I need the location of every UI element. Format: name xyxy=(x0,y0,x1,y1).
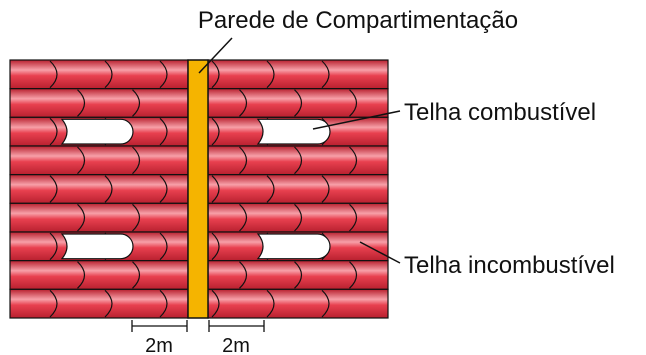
tile-overlap-edge xyxy=(239,203,248,232)
incombustivel-leader xyxy=(359,241,401,264)
wall-title: Parede de Compartimentação xyxy=(198,7,518,34)
tile-overlap-edge xyxy=(239,261,248,289)
dimension-right-label: 2m xyxy=(222,335,250,355)
compartment-wall xyxy=(187,59,209,319)
tile-overlap-edge xyxy=(349,146,358,175)
tile-row xyxy=(9,145,189,176)
tile-row xyxy=(207,59,389,90)
tile-overlap-edge xyxy=(294,89,303,117)
tile-overlap-edge xyxy=(349,261,358,289)
tile-row xyxy=(9,202,189,233)
tile-overlap-edge xyxy=(104,60,113,89)
tile-row xyxy=(9,174,189,204)
combustivel-leader xyxy=(312,110,401,130)
tile-overlap-edge xyxy=(294,261,303,289)
tile-overlap-edge xyxy=(77,203,86,232)
tile-overlap-edge xyxy=(211,60,220,89)
dimension-right: 2m xyxy=(208,320,265,355)
tile-overlap-edge xyxy=(132,261,141,289)
tile-overlap-edge xyxy=(132,146,141,175)
tile-overlap-edge xyxy=(159,117,168,146)
tile-overlap-edge xyxy=(266,175,275,203)
tile-gap xyxy=(256,233,331,260)
tile-overlap-edge xyxy=(239,89,248,117)
tile-overlap-edge xyxy=(211,232,220,261)
tile-gap xyxy=(256,118,331,145)
tile-overlap-edge xyxy=(321,175,330,203)
tile-row xyxy=(207,288,389,319)
tile-overlap-edge xyxy=(104,289,113,318)
tile-overlap-edge xyxy=(349,203,358,232)
label-telha-incombustivel: Telha incombustível xyxy=(404,252,615,279)
tile-overlap-edge xyxy=(211,117,220,146)
tile-overlap-edge xyxy=(104,175,113,203)
tile-overlap-edge xyxy=(294,146,303,175)
tile-overlap-edge xyxy=(49,117,58,146)
tile-overlap-edge xyxy=(77,261,86,289)
tile-overlap-edge xyxy=(132,89,141,117)
tile-overlap-edge xyxy=(321,289,330,318)
roof-section-right xyxy=(207,59,389,319)
tile-row xyxy=(9,260,189,290)
tile-overlap-edge xyxy=(77,89,86,117)
tile-overlap-edge xyxy=(49,60,58,89)
roof-section-left xyxy=(9,59,189,319)
tile-overlap-edge xyxy=(211,289,220,318)
wall-title-leader xyxy=(198,37,233,74)
tile-overlap-edge xyxy=(349,89,358,117)
tile-overlap-edge xyxy=(321,60,330,89)
tile-overlap-edge xyxy=(49,232,58,261)
dimension-left-label: 2m xyxy=(145,335,173,355)
tile-row xyxy=(9,88,189,118)
tile-overlap-edge xyxy=(159,232,168,261)
tile-gap xyxy=(60,118,134,145)
tile-row xyxy=(9,59,189,90)
tile-overlap-edge xyxy=(159,175,168,203)
dimension-left: 2m xyxy=(131,320,188,355)
tile-row xyxy=(9,288,189,319)
tile-overlap-edge xyxy=(239,146,248,175)
tile-overlap-edge xyxy=(266,289,275,318)
tile-row xyxy=(207,174,389,204)
tile-overlap-edge xyxy=(77,146,86,175)
tile-overlap-edge xyxy=(132,203,141,232)
label-telha-combustivel: Telha combustível xyxy=(404,99,596,126)
tile-overlap-edge xyxy=(49,289,58,318)
tile-overlap-edge xyxy=(159,60,168,89)
tile-gap xyxy=(60,233,134,260)
tile-overlap-edge xyxy=(266,60,275,89)
tile-overlap-edge xyxy=(159,289,168,318)
tile-overlap-edge xyxy=(294,203,303,232)
tile-overlap-edge xyxy=(211,175,220,203)
tile-overlap-edge xyxy=(49,175,58,203)
